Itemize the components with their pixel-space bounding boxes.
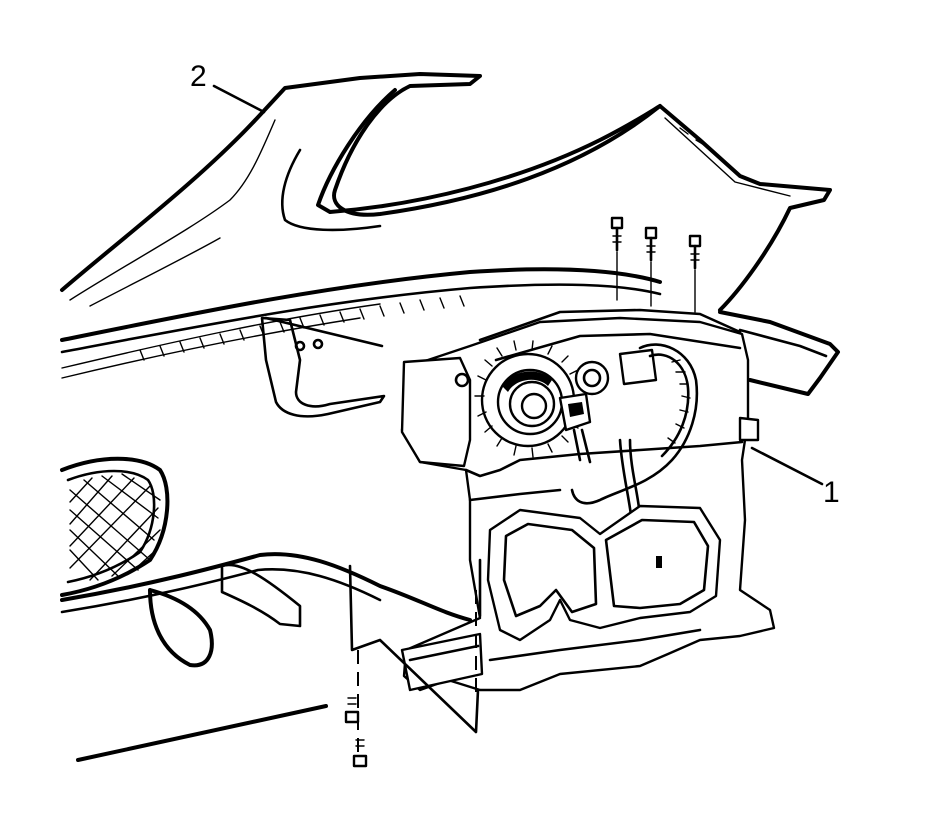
lower-grille <box>60 456 170 597</box>
bulb-socket <box>474 340 584 458</box>
headlamp-assembly <box>400 308 776 692</box>
bolt-icon <box>644 226 658 262</box>
leader-line-1 <box>750 446 824 486</box>
bolt-icon <box>344 697 360 724</box>
front-fascia <box>60 72 840 418</box>
lower-bolts <box>344 564 480 768</box>
callout-label-1: 1 <box>823 476 840 509</box>
bolt-icon <box>352 739 368 768</box>
callout-1: 1 <box>750 446 840 509</box>
callout-label-2: 2 <box>190 60 207 93</box>
bolt-icon <box>688 234 702 270</box>
bolt-icon <box>610 216 624 252</box>
leader-line-2 <box>212 84 266 114</box>
upper-bolts <box>610 216 702 313</box>
lower-fascia <box>60 552 472 762</box>
callout-2: 2 <box>190 60 266 114</box>
